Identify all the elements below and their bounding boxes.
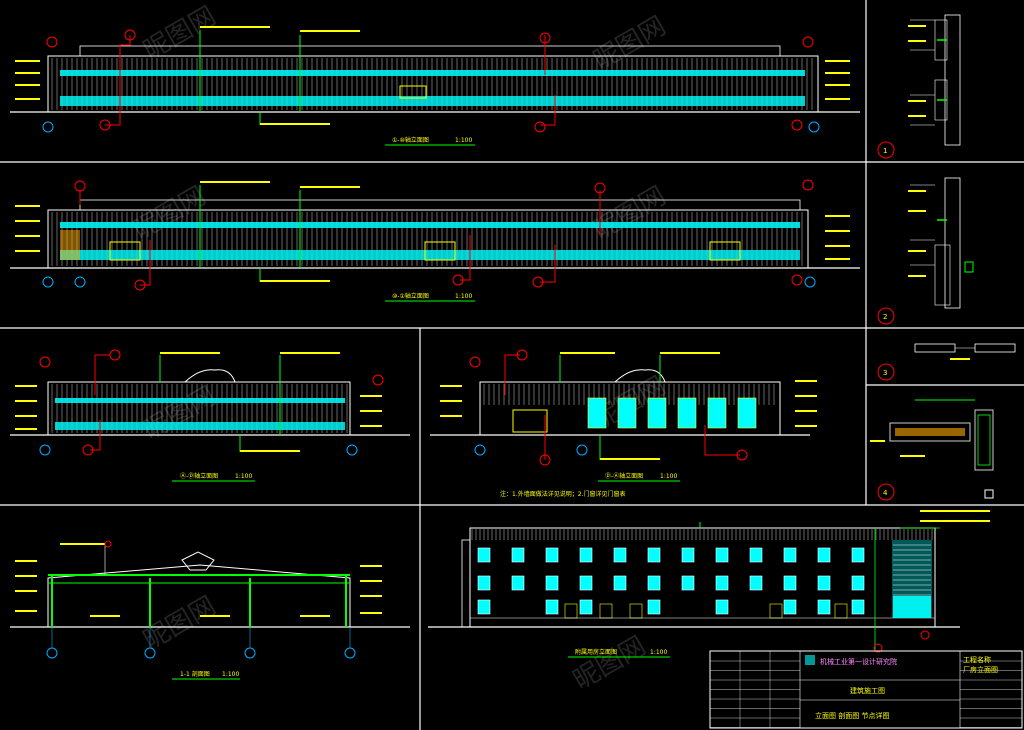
window (647, 599, 661, 615)
detail-3: 3 (877, 343, 1016, 381)
window (817, 599, 831, 615)
window (647, 575, 661, 591)
elevation-view-4: Ⓓ-Ⓐ轴立面图 1:100 注：1.外墙面做法详见说明；2.门窗详见门窗表 (430, 349, 817, 498)
view-4-scale: 1:100 (660, 473, 677, 480)
title-block: 机械工业第一设计研究院 工程名称 厂房立面图 建筑施工图 立面图 剖面图 节点详… (709, 650, 1023, 729)
window (715, 599, 729, 615)
window (851, 575, 865, 591)
title-block-institute: 机械工业第一设计研究院 (820, 657, 897, 666)
elevation-view-3: Ⓐ-Ⓓ轴立面图 1:100 (10, 349, 410, 482)
title-block-project-line-2: 厂房立面图 (963, 665, 998, 674)
window (817, 547, 831, 563)
window (647, 547, 661, 563)
view-5-caption: 1-1 剖面图 (180, 670, 210, 678)
title-block-project-line-1: 工程名称 (963, 655, 991, 664)
view-1-caption: ①-⑩轴立面图 (392, 136, 429, 144)
window (545, 547, 559, 563)
elevation-view-1: ①-⑩轴立面图 1:100 (10, 26, 860, 146)
window (783, 599, 797, 615)
window (477, 599, 491, 615)
window (579, 599, 593, 615)
window (613, 575, 627, 591)
title-block-sheet-name: 建筑施工图 (850, 686, 885, 695)
window-panel (587, 397, 607, 429)
door (599, 603, 613, 619)
view-2-scale: 1:100 (455, 293, 472, 300)
view-3-scale: 1:100 (235, 473, 252, 480)
window (715, 575, 729, 591)
detail-2: 2 (877, 177, 974, 325)
view-1-scale: 1:100 (455, 137, 472, 144)
window (817, 575, 831, 591)
detail-1-number: 1 (883, 147, 887, 155)
view-2-leader-text (15, 181, 850, 282)
watermark-8: 昵图网 (569, 631, 652, 696)
view-5-leader-text (15, 543, 382, 617)
detail-2-number: 2 (883, 313, 887, 321)
window-panel (677, 397, 697, 429)
window (715, 547, 729, 563)
general-note: 注：1.外墙面做法详见说明；2.门窗详见门窗表 (500, 490, 625, 498)
detail-3-number: 3 (883, 369, 887, 377)
view-1-leader-text (15, 26, 850, 125)
door (834, 603, 848, 619)
watermark-2: 昵图网 (589, 11, 672, 76)
view-5-scale: 1:100 (222, 671, 239, 678)
window (783, 547, 797, 563)
watermark-3: 昵图网 (129, 181, 212, 246)
window (681, 575, 695, 591)
window (749, 575, 763, 591)
window-panel (707, 397, 727, 429)
view-3-caption: Ⓐ-Ⓓ轴立面图 (180, 472, 218, 480)
window (579, 575, 593, 591)
view-3-leader-text (15, 352, 382, 452)
window (579, 547, 593, 563)
window (851, 599, 865, 615)
window (477, 575, 491, 591)
elevation-view-2: ⑩-①轴立面图 1:100 (10, 179, 860, 302)
section-view-5: 1-1 剖面图 1:100 (10, 540, 410, 680)
view-6-caption: 附属用房立面图 (575, 648, 617, 656)
view-4-caption: Ⓓ-Ⓐ轴立面图 (605, 472, 643, 480)
door (564, 603, 578, 619)
view-4-leader-text (440, 352, 817, 460)
window (545, 599, 559, 615)
elevation-view-6: 附属用房立面图 1:100 (428, 510, 990, 658)
title-block-footer: 立面图 剖面图 节点详图 (815, 711, 889, 720)
window (477, 547, 491, 563)
window-panel (737, 397, 757, 429)
window (783, 575, 797, 591)
watermark-5: 昵图网 (139, 381, 222, 446)
view-2-caption: ⑩-①轴立面图 (392, 292, 429, 300)
window-panel (617, 397, 637, 429)
detail-4-number: 4 (883, 489, 888, 497)
window (511, 575, 525, 591)
detail-4: 4 (870, 399, 994, 501)
watermark-4: 昵图网 (589, 181, 672, 246)
view-6-scale: 1:100 (650, 649, 667, 656)
door (629, 603, 643, 619)
window (749, 547, 763, 563)
window (851, 547, 865, 563)
window (511, 547, 525, 563)
window (613, 547, 627, 563)
detail-1: 1 (877, 14, 961, 159)
window (545, 575, 559, 591)
window-panel (647, 397, 667, 429)
door (769, 603, 783, 619)
window (681, 547, 695, 563)
